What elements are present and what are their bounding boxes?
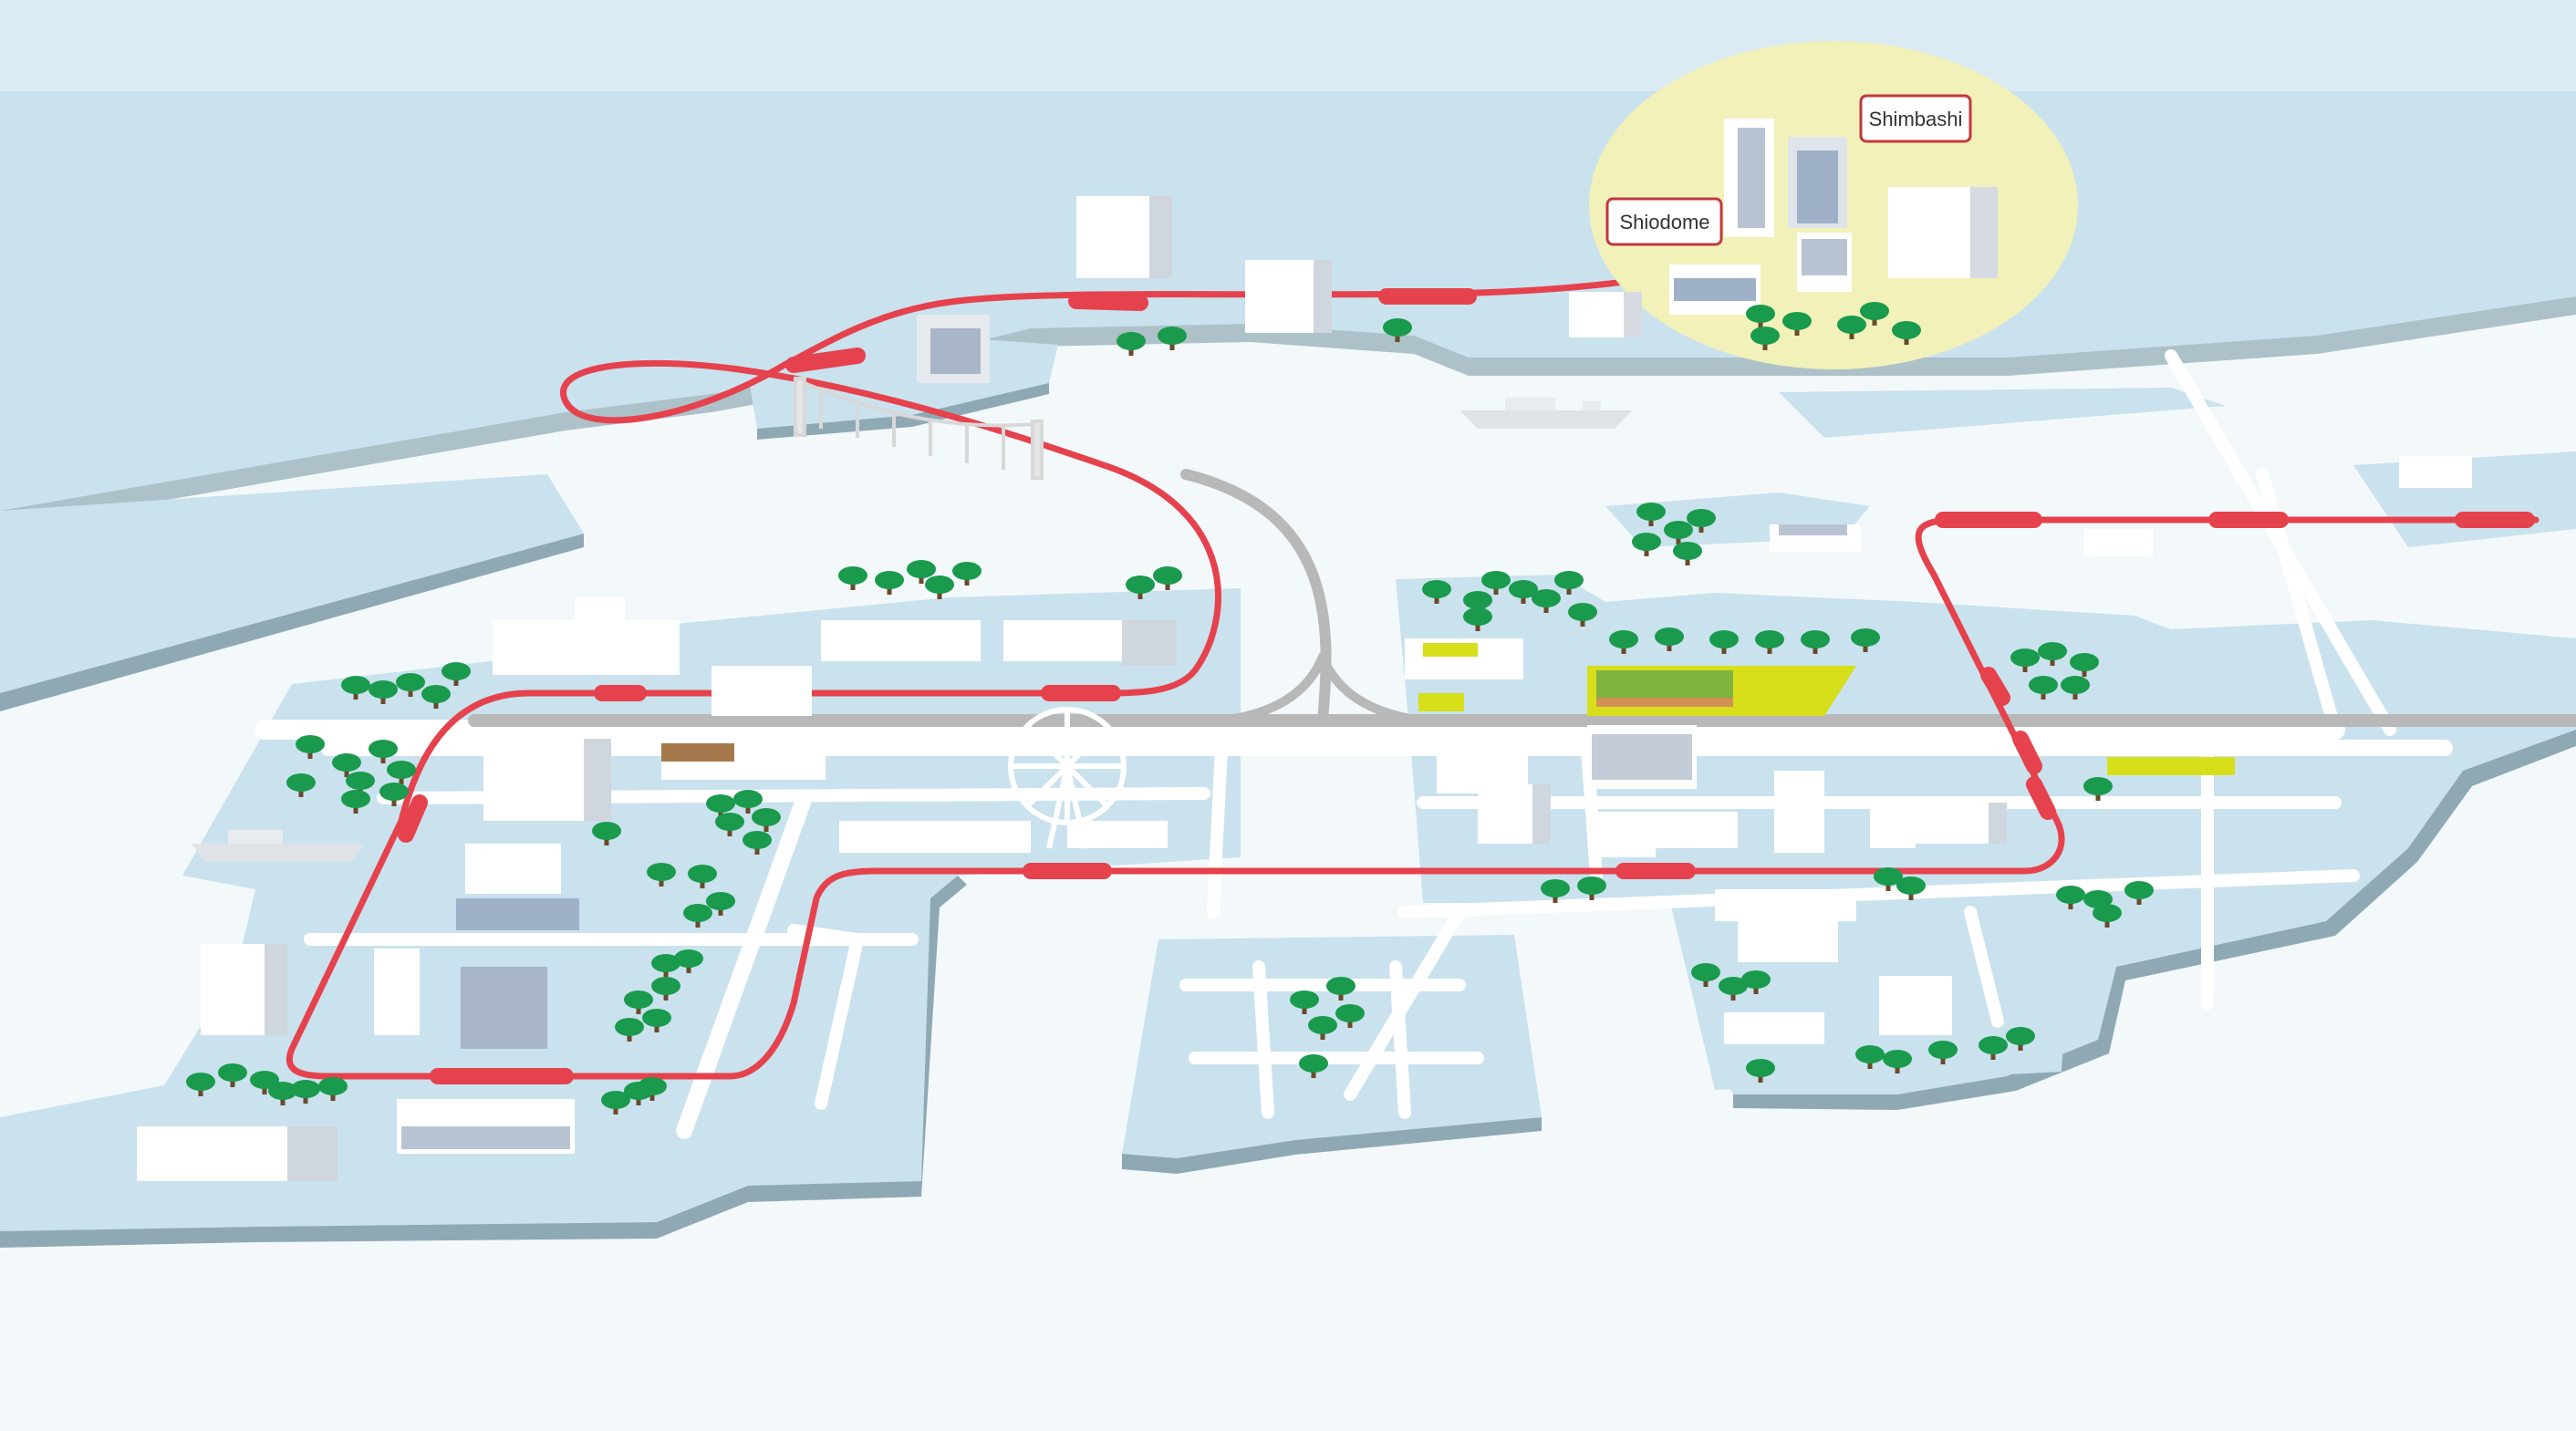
expressway: [468, 469, 2576, 727]
building-icon: [137, 597, 1177, 1181]
bridge-icon: [794, 377, 1044, 480]
west-shore: [0, 474, 584, 693]
building-icon: [1569, 119, 1998, 337]
ship-icon: [1459, 398, 1633, 429]
building-icon: [1405, 456, 2472, 1044]
station-name: Shimbashi: [1869, 108, 1963, 130]
island-north-east-2: [1779, 388, 2226, 438]
ferris-wheel-icon: [1008, 707, 1127, 849]
field: [1587, 666, 1856, 716]
rail-line: [286, 165, 2540, 1080]
station-label-shimbashi[interactable]: Shimbashi: [1859, 94, 1972, 143]
station-name: Shiodome: [1619, 211, 1709, 233]
building-icon: [917, 196, 1332, 383]
ship-icon: [192, 830, 365, 862]
station-label-shiodome[interactable]: Shiodome: [1605, 197, 1723, 246]
